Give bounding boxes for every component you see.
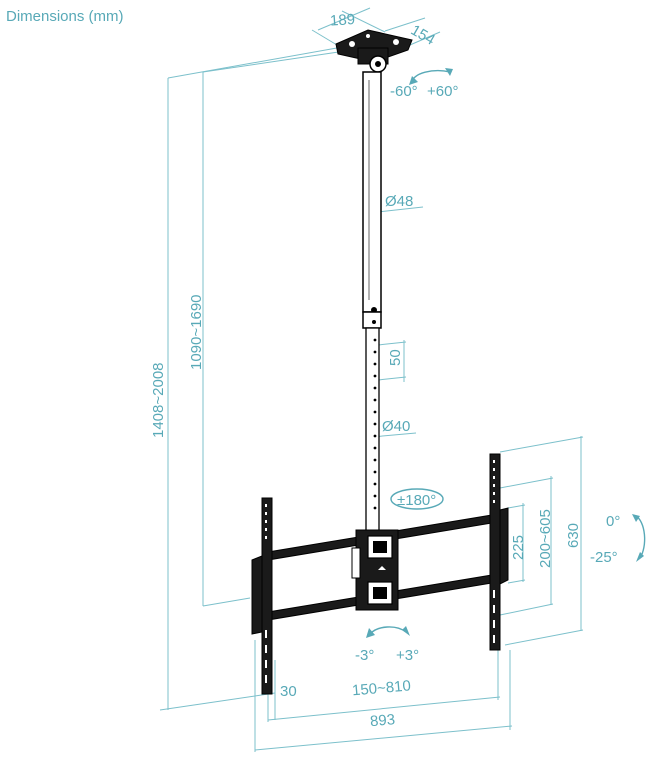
label-pole-height: 1090~1690 (188, 295, 205, 371)
level-arrow-icon (366, 626, 410, 638)
label-swivel-neg: -60° (390, 83, 418, 100)
label-offset-30: 30 (280, 683, 297, 700)
label-level-neg: -3° (355, 647, 374, 664)
diagram-title: Dimensions (mm) (6, 8, 124, 25)
label-vesa-h: 150~810 (351, 677, 411, 699)
pole-upper (362, 71, 382, 329)
label-189: 189 (329, 11, 355, 30)
dimension-labels: 189 154 -60° +60° Ø48 1408~2008 1090~169… (150, 11, 620, 730)
label-vesa-v1: 225 (510, 535, 527, 560)
ceiling-plate (335, 29, 413, 73)
label-total-width: 893 (369, 711, 395, 730)
label-tube-bottom-dia: Ø40 (382, 418, 410, 435)
swivel-arrow-icon (409, 68, 453, 85)
label-total-height: 1408~2008 (150, 363, 167, 439)
label-tube-top-dia: Ø48 (385, 193, 413, 210)
tv-bracket (251, 453, 509, 695)
label-swivel-pos: +60° (427, 83, 458, 100)
label-bracket-height: 630 (565, 523, 582, 548)
label-154: 154 (408, 22, 438, 49)
pole-lower (365, 327, 380, 539)
tilt-arrow-icon (632, 514, 646, 562)
label-step: 50 (387, 349, 404, 366)
label-level-pos: +3° (396, 647, 419, 664)
label-rotation: ±180° (397, 492, 436, 509)
label-vesa-v2: 200~605 (537, 509, 554, 568)
rotation-arrow-icon (390, 488, 444, 510)
label-tilt-up: 0° (606, 513, 620, 530)
label-tilt-down: -25° (590, 549, 618, 566)
